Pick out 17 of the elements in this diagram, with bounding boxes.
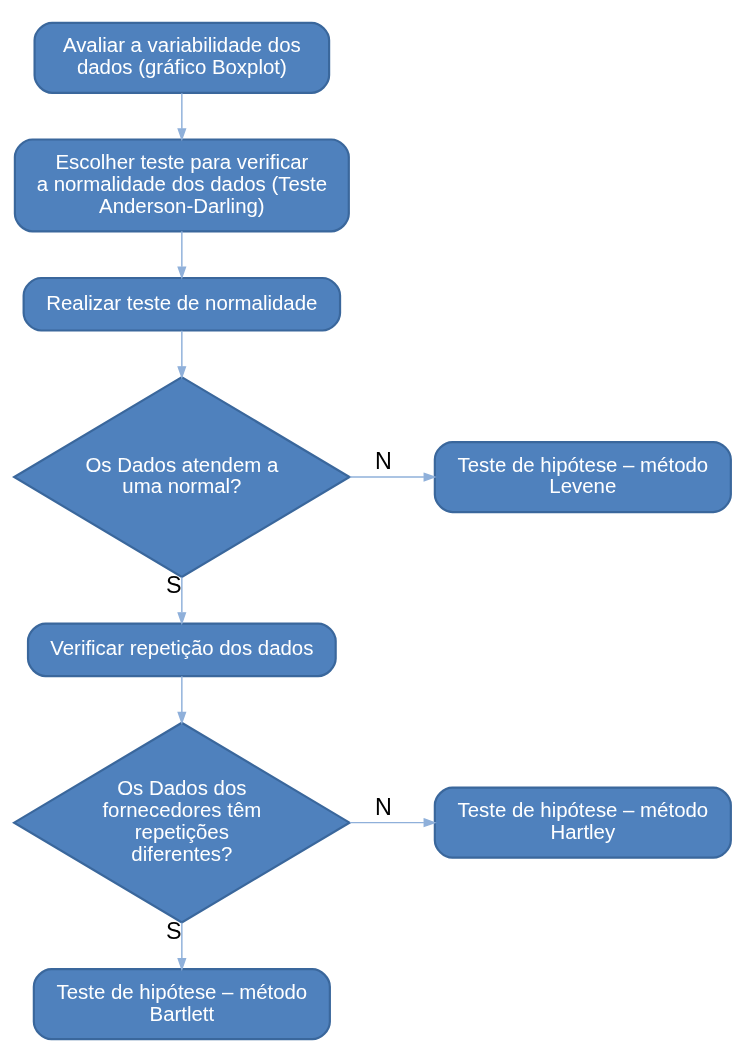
arrow bbox=[349, 471, 437, 482]
arrow bbox=[177, 576, 187, 625]
node-box: Verificar repetição dos dados bbox=[26, 622, 337, 677]
node-box: Avaliar a variabilidade dos dados (gráfico Boxplot) bbox=[33, 21, 331, 94]
node-box: Escolher teste para verificar a normalidade dos dados (Teste Anderson-Darling) bbox=[13, 137, 350, 232]
node-box: Realizar teste de normalidade bbox=[22, 276, 342, 332]
arrow bbox=[177, 921, 187, 971]
arrow bbox=[177, 675, 187, 725]
arrow bbox=[177, 92, 187, 141]
node-box: Teste de hipótese – método Levene bbox=[433, 440, 732, 513]
node-box: Teste de hipótese – método Bartlett bbox=[32, 967, 331, 1040]
node-box: Teste de hipótese – método Hartley bbox=[433, 786, 732, 859]
arrow bbox=[349, 817, 437, 827]
edge-label: N bbox=[374, 793, 392, 820]
arrow bbox=[177, 230, 187, 280]
edge-label: N bbox=[374, 447, 392, 474]
arrow bbox=[177, 329, 187, 379]
